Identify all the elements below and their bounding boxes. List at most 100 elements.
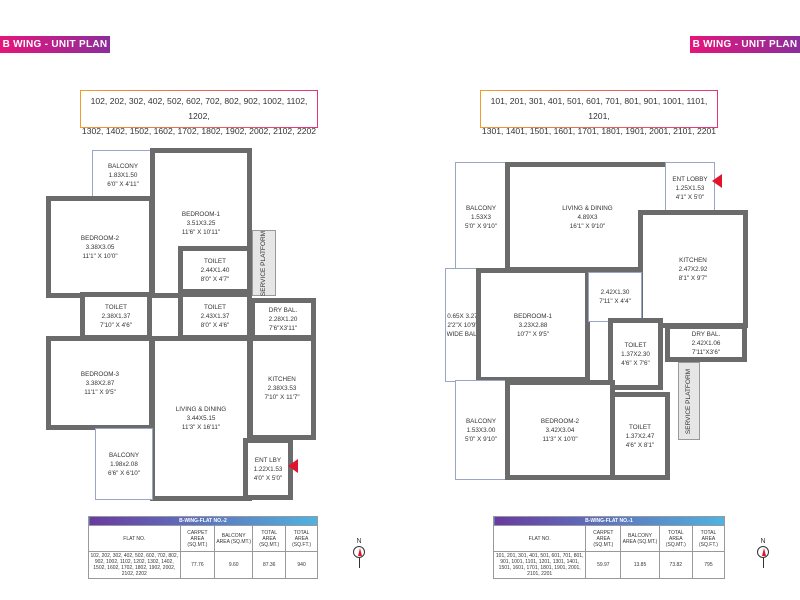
room-name: BALCONY	[465, 204, 497, 212]
room-name: BEDROOM-2	[80, 234, 120, 242]
table-cell: 102, 202, 302, 402, 502, 602, 702, 802, …	[88, 551, 181, 579]
room-metric: 1.83X1.50	[108, 171, 138, 179]
north-compass-icon: N	[753, 538, 773, 572]
table-title: B-WING-FLAT NO.-2	[88, 516, 318, 526]
room-metric: 1.53X3.00	[466, 426, 496, 434]
room-metric: 3.23X2.88	[518, 321, 548, 329]
table-cell: 73.82	[658, 551, 693, 579]
room-name: BALCONY	[108, 451, 140, 459]
room-imperial: 16'1" X 9'10"	[569, 222, 606, 230]
north-label: N	[356, 538, 362, 545]
room-name: 0.65X 3.27	[447, 312, 478, 320]
room-name: LIVING & DINING	[562, 204, 613, 212]
room-metric: 2.42X1.30	[600, 289, 630, 296]
service-platform: SERVICE PLATFORM	[252, 230, 276, 296]
table-cell: 9.60	[214, 551, 254, 579]
table-cell: 77.76	[179, 551, 216, 579]
room: 2.42X1.30 7'11" X 4'4"	[588, 272, 642, 322]
table-header: FLAT NO.	[492, 525, 587, 552]
room-name: BEDROOM-2	[540, 417, 580, 425]
room-metric: 3.42X3.04	[545, 426, 575, 434]
table-cell: 87.36	[252, 551, 287, 579]
left-section-tag: B WING - UNIT PLAN	[0, 36, 110, 53]
table-row: 102, 202, 302, 402, 502, 602, 702, 802, …	[88, 551, 318, 579]
table-header: TOTAL AREA (SQ.MT.)	[252, 525, 287, 552]
room-name: BEDROOM-1	[181, 210, 221, 218]
room-imperial: 6'0" X 4'11"	[107, 180, 139, 188]
room-imperial: 11'3" X 10'0"	[542, 435, 578, 443]
units-line: 1301, 1401, 1501, 1601, 1701, 1801, 1901…	[481, 126, 717, 136]
room-metric: 3.51X3.25	[186, 219, 216, 227]
right-area-table: B-WING-FLAT NO.-1 FLAT NO. CARPET AREA (…	[492, 516, 726, 579]
room-metric: 2'2"X 10'9"	[447, 321, 478, 329]
room-metric: 1.53X3	[471, 213, 491, 221]
room-metric: 2.38X3.53	[267, 384, 297, 392]
room-imperial: 5'0" X 9'10"	[464, 222, 498, 230]
table-cell: 59.97	[585, 551, 622, 579]
table-header: CARPET AREA (SQ.MT.)	[585, 525, 622, 552]
room-metric: 1.37X2.47	[625, 432, 655, 440]
room-name: KITCHEN	[268, 375, 296, 383]
room-imperial: 4'6" X 8'1"	[625, 441, 655, 449]
room-name: TOILET	[629, 423, 651, 431]
room-metric: 2.43X1.37	[200, 312, 230, 320]
room-imperial: 11'6" X 10'11"	[181, 228, 221, 236]
room-metric: 1.37X2.30	[621, 350, 650, 358]
room-name: TOILET	[204, 303, 226, 311]
service-platform-label: SERVICE PLATFORM	[260, 230, 268, 296]
table-title: B-WING-FLAT NO.-1	[493, 516, 725, 526]
room-metric: 1.25X1.53	[675, 184, 705, 192]
room-imperial: 7'11" X 4'4"	[599, 298, 631, 305]
room-name: ENT LOBBY	[672, 175, 708, 183]
room-imperial: 7'6"X3'11"	[268, 324, 298, 332]
units-line: 101, 201, 301, 401, 501, 601, 701, 801, …	[490, 96, 708, 121]
table-header: TOTAL AREA (SQ.MT.)	[658, 525, 693, 552]
room-imperial: 8'0" X 4'6"	[200, 321, 230, 329]
table-cell: 795	[691, 551, 726, 579]
entry-arrow-icon	[712, 174, 722, 188]
left-unit-numbers: 102, 202, 302, 402, 502, 602, 702, 802, …	[80, 90, 318, 136]
left-area-table: B-WING-FLAT NO.-2 FLAT NO. CARPET AREA (…	[88, 516, 318, 579]
room-metric: 1.22X1.53	[253, 465, 283, 473]
room-metric: 3.44X5.15	[186, 415, 216, 422]
room-imperial: 11'1" X 9'5"	[84, 388, 116, 396]
room-imperial: 7'11"X3'6"	[691, 348, 721, 356]
room-imperial: 10'7" X 9'5"	[516, 330, 550, 338]
units-line: 1302, 1402, 1502, 1602, 1702, 1802, 1902…	[81, 126, 317, 136]
room-name: DRY BAL.	[268, 306, 298, 314]
table-header: TOTAL AREA (SQ.FT.)	[691, 525, 726, 552]
room-imperial: 6'6" X 6'10"	[107, 469, 141, 477]
room-metric: 4.89X3	[577, 213, 598, 221]
room-imperial: 8'0" X 4'7"	[200, 275, 230, 283]
units-line: 102, 202, 302, 402, 502, 602, 702, 802, …	[90, 96, 308, 121]
room-imperial: 4'6" X 7'6"	[621, 359, 650, 367]
table-header: BALCONY AREA (SQ.MT.)	[620, 525, 660, 552]
room-imperial: 11'3" X 16'11"	[181, 424, 221, 431]
room-name: KITCHEN	[679, 256, 707, 264]
table-header: CARPET AREA (SQ.MT.)	[179, 525, 216, 552]
service-platform: SERVICE PLATFORM	[678, 362, 700, 440]
entry-arrow-icon	[288, 459, 298, 473]
right-section-tag: B WING - UNIT PLAN	[690, 36, 800, 53]
room-imperial: 4'0" X 5'0"	[253, 474, 283, 482]
room-name: BALCONY	[465, 417, 497, 425]
room-metric: 2.44X1.40	[200, 266, 230, 274]
room-name: ENT LBY	[254, 456, 282, 464]
